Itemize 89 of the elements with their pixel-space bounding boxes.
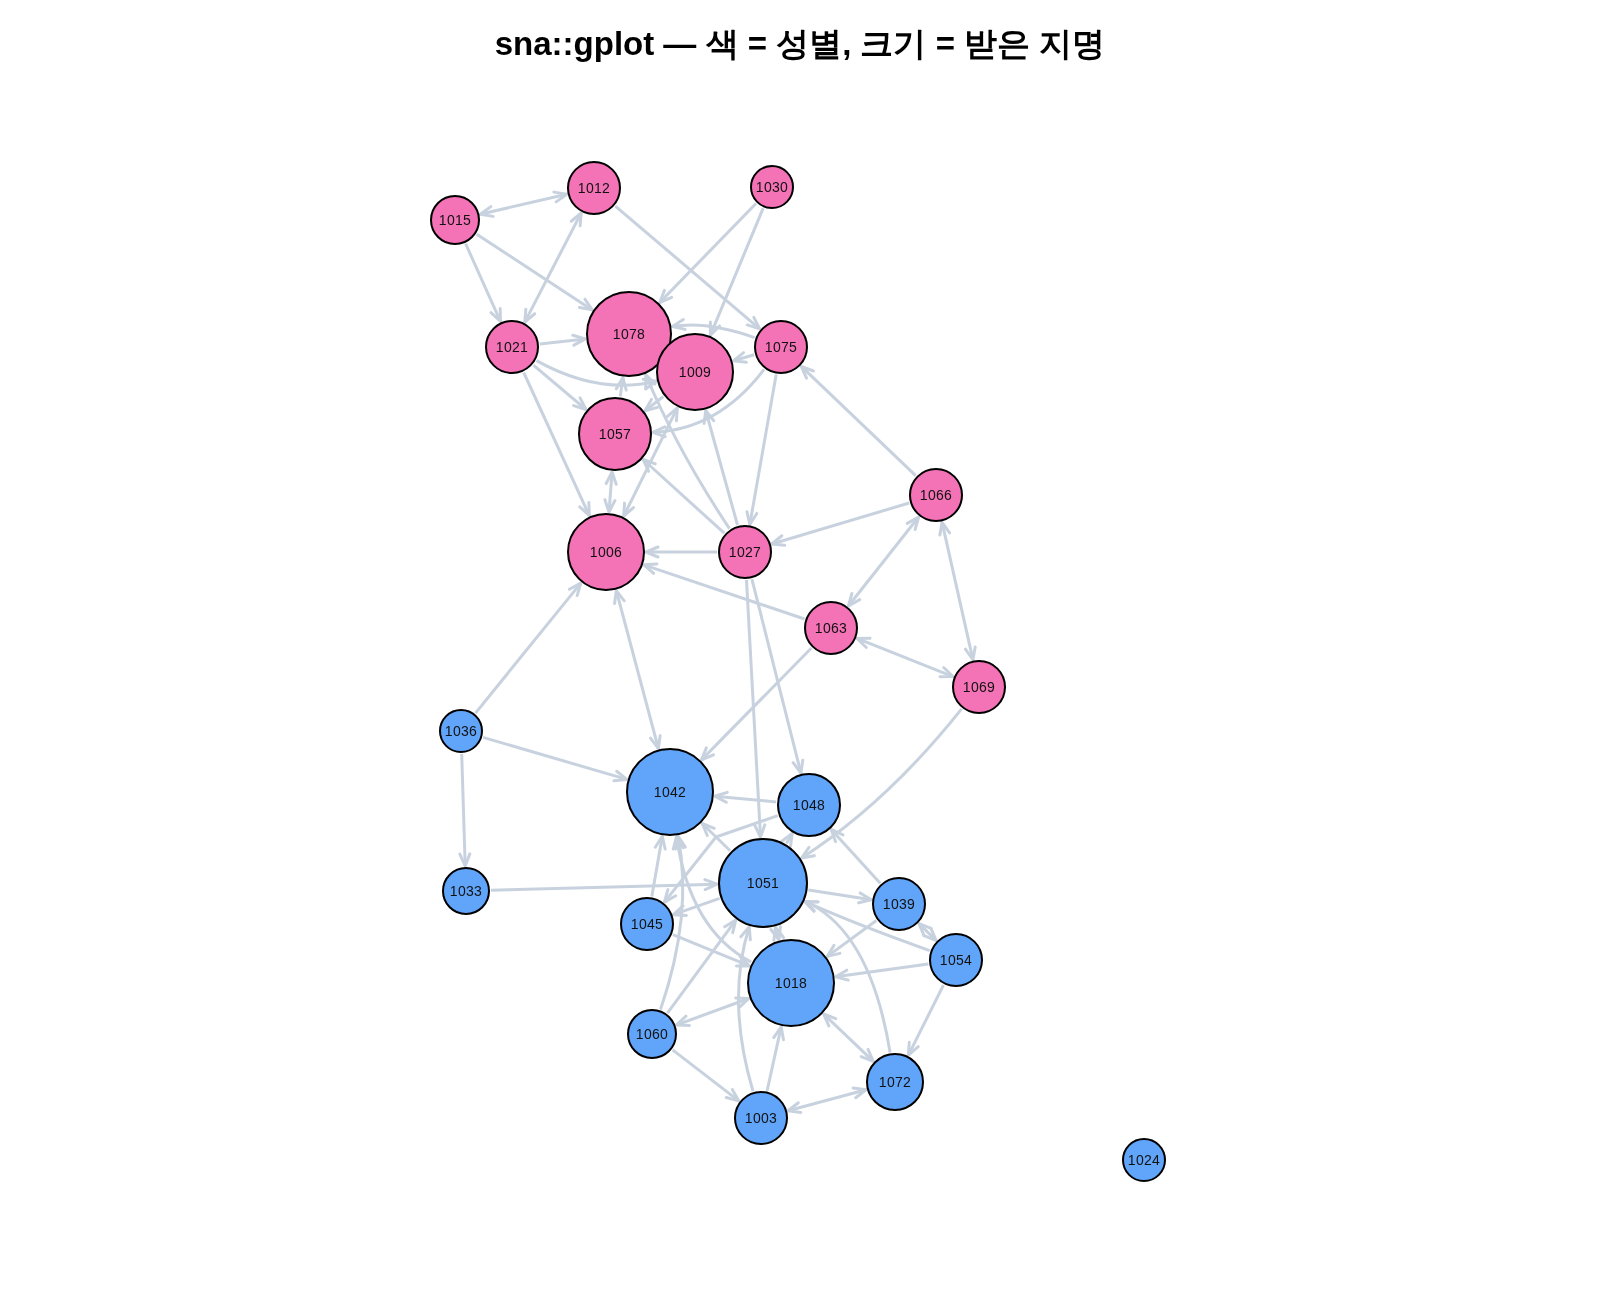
arrow (745, 579, 767, 839)
node-circle: 1075 (754, 320, 808, 374)
arrow (613, 589, 662, 750)
node-circle: 1036 (439, 709, 483, 753)
arrow (670, 318, 756, 340)
arrow (644, 373, 731, 530)
node-circle: 1072 (866, 1053, 924, 1111)
arrow (672, 933, 751, 968)
arrow (855, 636, 955, 679)
arrow (482, 735, 629, 783)
arrow (651, 368, 766, 438)
arrow (745, 374, 778, 526)
node-circle: 1030 (750, 165, 794, 209)
arrow (769, 925, 785, 942)
arrow (603, 470, 618, 514)
arrow (799, 364, 917, 477)
node-circle: 1042 (626, 748, 714, 836)
node-circle: 1066 (909, 468, 963, 522)
arrow (737, 925, 755, 1092)
arrow (708, 207, 765, 337)
node-circle: 1051 (718, 838, 808, 928)
arrow (532, 363, 588, 411)
node-circle: 1015 (430, 195, 480, 245)
arrow (808, 888, 873, 905)
arrow (803, 900, 892, 1053)
arrow (650, 834, 667, 897)
arrow (765, 1025, 785, 1092)
arrow (490, 878, 719, 892)
node-circle: 1054 (929, 933, 983, 987)
node-circle: 1045 (620, 897, 674, 951)
arrow (770, 501, 910, 547)
arrow (800, 707, 963, 860)
arrow (786, 1086, 868, 1114)
arrow (539, 333, 587, 347)
node-circle: 1027 (718, 525, 772, 579)
node-circle: 1006 (567, 513, 645, 591)
arrow (834, 962, 929, 982)
arrow (659, 834, 687, 1010)
node-circle: 1069 (952, 660, 1006, 714)
arrow (614, 204, 762, 331)
arrow (622, 406, 679, 518)
arrow (713, 790, 777, 804)
arrow (458, 753, 472, 868)
arrow (641, 458, 726, 535)
arrow (522, 371, 591, 518)
arrow (822, 1012, 875, 1063)
arrow (825, 919, 878, 958)
node-circle: 1060 (627, 1009, 677, 1059)
arrow (614, 376, 628, 397)
arrow (674, 996, 751, 1028)
arrow (671, 1048, 741, 1103)
arrow (666, 918, 738, 1014)
node-circle: 1012 (567, 161, 621, 215)
node-circle: 1003 (734, 1091, 788, 1145)
node-circle: 1078 (586, 291, 672, 377)
node-circle: 1021 (485, 320, 539, 374)
arrow (702, 409, 739, 526)
arrow (474, 581, 583, 715)
node-circle: 1039 (872, 877, 926, 931)
chart-title: sna::gplot — 색 = 성별, 크기 = 받은 지명 (494, 24, 1106, 64)
arrow (906, 984, 945, 1057)
arrow (750, 578, 805, 775)
arrow (535, 359, 658, 391)
arrow (662, 814, 779, 904)
node-circle: 1018 (747, 939, 835, 1027)
node-circle: 1057 (578, 397, 652, 471)
arrow (658, 202, 758, 304)
node-circle: 1033 (442, 867, 490, 915)
arrow (523, 211, 583, 324)
arrow (671, 896, 721, 917)
arrow (642, 562, 805, 621)
arrow (700, 822, 732, 852)
arrow (478, 190, 569, 218)
arrow (829, 827, 882, 885)
arrow (917, 922, 938, 942)
arrow (846, 515, 921, 608)
arrow (938, 520, 977, 662)
arrow (780, 831, 794, 848)
arrow (643, 395, 665, 413)
arrow (644, 545, 717, 559)
arrow (464, 243, 502, 323)
arrow (475, 232, 594, 312)
node-circle: 1048 (777, 773, 841, 837)
node-circle: 1024 (1122, 1138, 1166, 1182)
arrow (672, 835, 752, 964)
node-circle: 1063 (804, 601, 858, 655)
arrow (700, 646, 813, 762)
node-circle: 1009 (656, 333, 734, 411)
arrow (731, 351, 755, 364)
